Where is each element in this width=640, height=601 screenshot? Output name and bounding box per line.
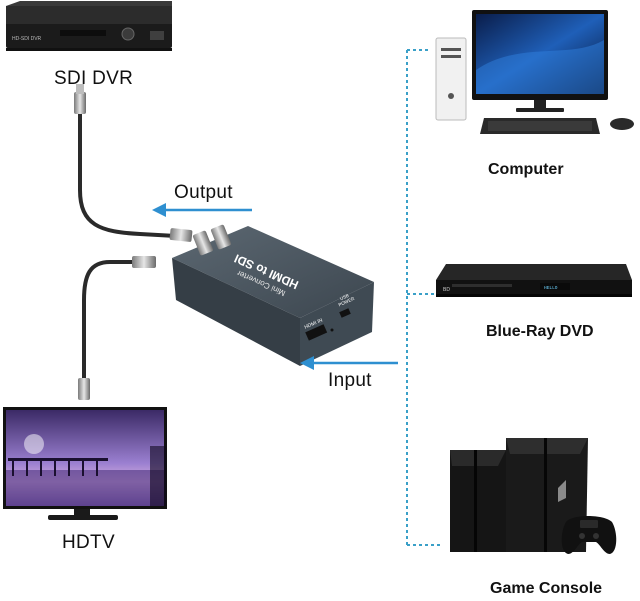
sdi-input-cable xyxy=(78,256,156,400)
sdi-output-cable xyxy=(74,84,193,242)
computer-label: Computer xyxy=(488,161,564,178)
bluray-display-text: HELLO xyxy=(544,285,558,291)
bluray-badge-text: BD xyxy=(443,287,450,293)
hdmi-to-sdi-converter: HDMI to SDI Mini Converter HDMI IN USB P… xyxy=(172,224,374,366)
source-connector-lines xyxy=(406,49,442,546)
computer-device xyxy=(435,10,634,134)
dvr-badge-text: HD-SDI DVR xyxy=(12,36,42,42)
game-console-device xyxy=(450,438,617,554)
hdtv-device xyxy=(3,407,167,520)
usb-port-label-2: POWER xyxy=(338,296,356,308)
bluray-player-device: BD HELLO xyxy=(436,264,632,297)
bluray-label: Blue-Ray DVD xyxy=(486,323,594,340)
input-label: Input xyxy=(328,370,372,391)
input-arrow xyxy=(300,356,398,370)
hdtv-label: HDTV xyxy=(62,532,115,553)
usb-port-label-1: USB xyxy=(339,293,349,301)
output-label: Output xyxy=(174,182,233,203)
game-console-label: Game Console xyxy=(490,580,603,597)
sdi-dvr-label: SDI DVR xyxy=(54,68,134,89)
sdi-dvr-device: HD-SDI DVR xyxy=(6,1,172,51)
output-arrow xyxy=(152,203,252,217)
